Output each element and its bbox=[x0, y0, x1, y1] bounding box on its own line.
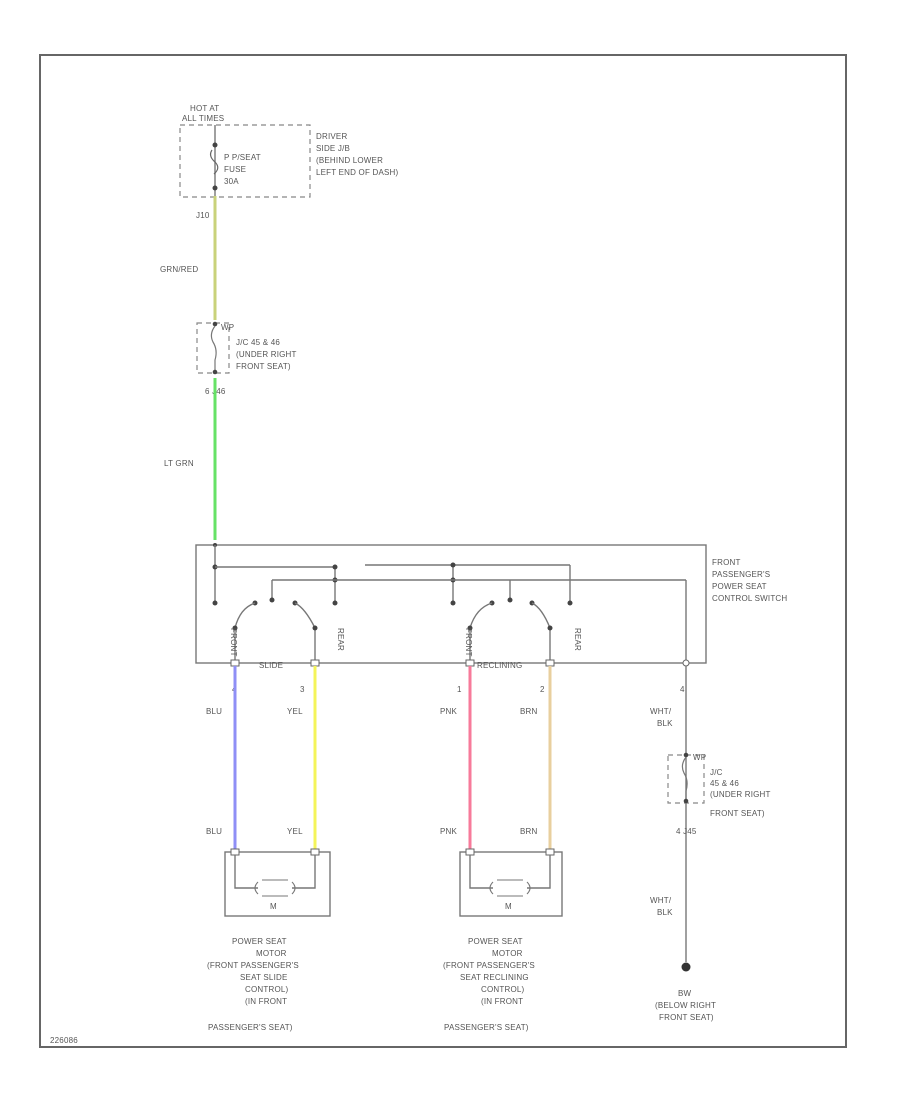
motor-recline-outline bbox=[459, 851, 563, 917]
wire-yel-label-bottom: YEL bbox=[287, 827, 303, 836]
fuse-header-line-2: ALL TIMES bbox=[182, 114, 224, 123]
fuse-header-line-1: HOT AT bbox=[190, 104, 219, 113]
switch-outline bbox=[195, 544, 707, 664]
ground-id: BW bbox=[678, 989, 692, 998]
motor-recline-label-3: (FRONT PASSENGER'S bbox=[443, 961, 535, 970]
motor-slide-label-4: SEAT SLIDE bbox=[240, 973, 288, 982]
junction-top-location-3: FRONT SEAT) bbox=[236, 362, 291, 371]
motor-recline-label-7: PASSENGER'S SEAT) bbox=[444, 1023, 529, 1032]
motor-slide-symbol: M bbox=[270, 902, 277, 911]
splice-icon bbox=[681, 756, 688, 801]
junction-bottom-location-4: FRONT SEAT) bbox=[710, 809, 765, 818]
pin-gnd: 4 bbox=[680, 685, 685, 694]
junction-top-outline bbox=[196, 322, 230, 374]
pin-pnk: 1 bbox=[457, 685, 462, 694]
ground-location-2: FRONT SEAT) bbox=[659, 1013, 714, 1022]
power-seat-control-switch: FRONT PASSENGER'S POWER SEAT CONTROL SWI… bbox=[195, 543, 787, 670]
junction-top-location-2: (UNDER RIGHT bbox=[236, 350, 297, 359]
wire-brn-label-bottom: BRN bbox=[520, 827, 538, 836]
fuse-block-outline bbox=[179, 124, 311, 198]
fuse-label-line-3: 30A bbox=[224, 177, 239, 186]
connector-j10-label: J10 bbox=[196, 211, 210, 220]
recline-rear-label: REAR bbox=[573, 628, 582, 651]
wire-brn-label-top: BRN bbox=[520, 707, 538, 716]
wire-wht-blk-2-line-2: BLK bbox=[657, 908, 673, 917]
junction-bottom-location-1: J/C bbox=[710, 768, 723, 777]
fuse-icon bbox=[209, 149, 219, 175]
wire-pnk-label-bottom: PNK bbox=[440, 827, 458, 836]
motor-slide-label-2: MOTOR bbox=[256, 949, 287, 958]
wire-grn-red-label: GRN/RED bbox=[160, 265, 198, 274]
pin-yel: 3 bbox=[300, 685, 305, 694]
motor-recline-label-6: (IN FRONT bbox=[481, 997, 523, 1006]
junction-connector-bottom: WP J/C 45 & 46 (UNDER RIGHT FRONT SEAT) … bbox=[667, 752, 771, 836]
wire-blu-label-top: BLU bbox=[206, 707, 222, 716]
fuse-location-line-3: (BEHIND LOWER bbox=[316, 156, 383, 165]
motor-recline-label-1: POWER SEAT bbox=[468, 937, 523, 946]
motor-slide-label-5: CONTROL) bbox=[245, 985, 289, 994]
motor-slide-label-3: (FRONT PASSENGER'S bbox=[207, 961, 299, 970]
diagram-frame bbox=[39, 54, 847, 1048]
junction-top-location-1: J/C 45 & 46 bbox=[236, 338, 280, 347]
fuse-location-line-1: DRIVER bbox=[316, 132, 347, 141]
motor-recline: M bbox=[459, 848, 563, 917]
motor-slide-outline bbox=[224, 851, 331, 917]
wire-wht-blk-2-line-1: WHT/ bbox=[650, 896, 672, 905]
recline-switch-label: RECLINING bbox=[477, 661, 522, 670]
switch-name-line-2: PASSENGER'S bbox=[712, 570, 770, 579]
pin-brn: 2 bbox=[540, 685, 545, 694]
ground-icon bbox=[681, 962, 691, 972]
motor-slide: M bbox=[224, 848, 331, 917]
diagram-code: 226086 bbox=[50, 1036, 78, 1045]
motor-recline-label-2: MOTOR bbox=[492, 949, 523, 958]
junction-connector-top: WP J/C 45 & 46 (UNDER RIGHT FRONT SEAT) … bbox=[196, 321, 297, 396]
motor-slide-label-1: POWER SEAT bbox=[232, 937, 287, 946]
junction-top-pin-top: WP bbox=[221, 323, 234, 332]
slide-front-label: FRONT bbox=[229, 628, 238, 657]
ground-location-1: (BELOW RIGHT bbox=[655, 1001, 716, 1010]
motor-recline-label-5: CONTROL) bbox=[481, 985, 525, 994]
fuse-label-line-2: FUSE bbox=[224, 165, 246, 174]
switch-name-line-3: POWER SEAT bbox=[712, 582, 767, 591]
junction-bottom-location-3: (UNDER RIGHT bbox=[710, 790, 771, 799]
wire-wht-blk-1-line-1: WHT/ bbox=[650, 707, 672, 716]
splice-icon bbox=[210, 325, 217, 370]
wire-pnk-label-top: PNK bbox=[440, 707, 458, 716]
motor-slide-label-7: PASSENGER'S SEAT) bbox=[208, 1023, 293, 1032]
motor-slide-label-6: (IN FRONT bbox=[245, 997, 287, 1006]
fuse-block: HOT AT ALL TIMES P P/SEAT FUSE 30A DRIVE… bbox=[179, 104, 399, 198]
wire-lt-grn-label: LT GRN bbox=[164, 459, 194, 468]
switch-name-line-4: CONTROL SWITCH bbox=[712, 594, 787, 603]
wire-yel-label-top: YEL bbox=[287, 707, 303, 716]
slide-switch-label: SLIDE bbox=[259, 661, 283, 670]
junction-bottom-location-2: 45 & 46 bbox=[710, 779, 739, 788]
motor-icon bbox=[489, 879, 531, 897]
slide-rear-label: REAR bbox=[336, 628, 345, 651]
motor-icon bbox=[254, 879, 296, 897]
junction-bottom-pin-top: WP bbox=[693, 753, 706, 762]
fuse-location-line-4: LEFT END OF DASH) bbox=[316, 168, 399, 177]
junction-bottom-pin-bottom: 4 J45 bbox=[676, 827, 697, 836]
motor-recline-symbol: M bbox=[505, 902, 512, 911]
wire-wht-blk-1-line-2: BLK bbox=[657, 719, 673, 728]
switch-name-line-1: FRONT bbox=[712, 558, 741, 567]
recline-front-label: FRONT bbox=[464, 628, 473, 657]
fuse-label-line-1: P P/SEAT bbox=[224, 153, 261, 162]
motor-recline-label-4: SEAT RECLINING bbox=[460, 973, 529, 982]
wire-blu-label-bottom: BLU bbox=[206, 827, 222, 836]
fuse-location-line-2: SIDE J/B bbox=[316, 144, 350, 153]
